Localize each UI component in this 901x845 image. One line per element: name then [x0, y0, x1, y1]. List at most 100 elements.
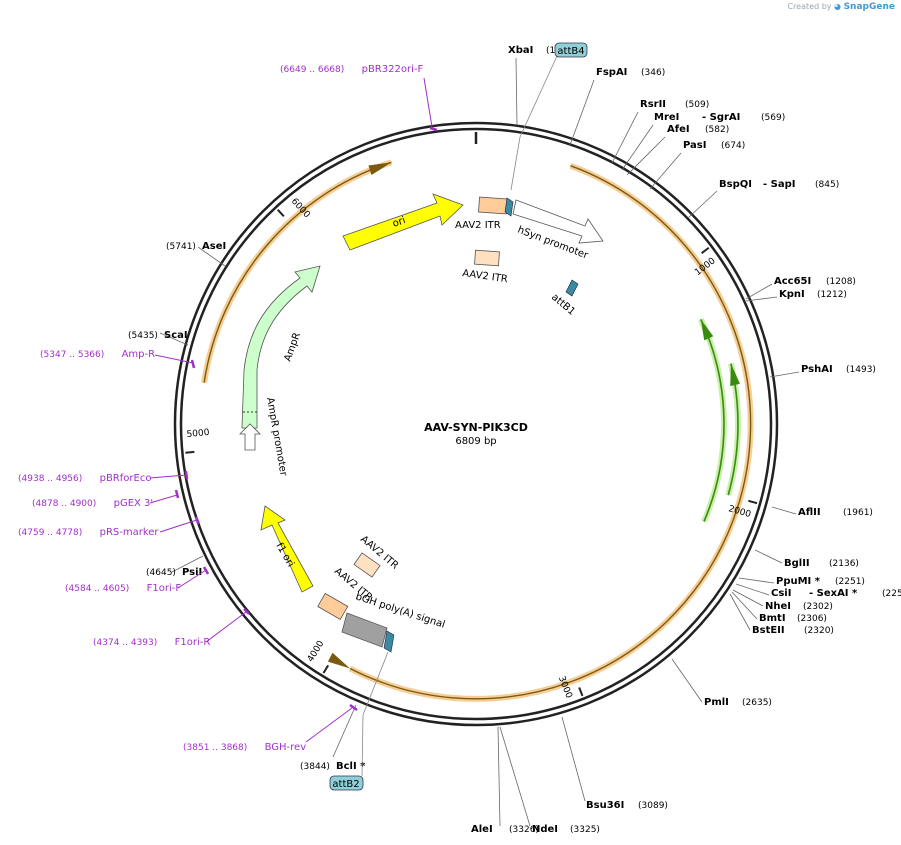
enzyme-leader — [649, 152, 682, 190]
enzyme-name: FspAI — [596, 67, 627, 78]
primer-leader — [149, 474, 187, 479]
enzyme-name: PshAI — [801, 364, 833, 375]
primer-name: Amp-R — [122, 349, 156, 360]
snapgene-logo-icon: ◕ — [834, 2, 842, 11]
enzyme-leader — [561, 716, 586, 802]
ori-label: ori — [391, 215, 407, 230]
enzyme-position: (1493) — [846, 365, 876, 375]
enzyme-leader — [745, 283, 773, 300]
enzyme-leader — [197, 246, 226, 267]
itr-top-outer-label: AAV2 ITR — [455, 220, 501, 231]
enzyme-position: (2306) — [797, 614, 827, 624]
enzyme-name: PpuMI * — [776, 576, 821, 587]
enzyme-position: (3844) — [300, 762, 330, 772]
enzyme-leader — [769, 371, 800, 378]
enzyme-leader — [671, 658, 703, 703]
enzyme-name: AseI — [202, 241, 226, 252]
enzyme-leader — [515, 57, 518, 126]
ori-feature: ori — [342, 193, 464, 251]
primer-name: pRS-marker — [100, 527, 160, 538]
aav2-itr-top-inner: AAV2 ITR — [462, 249, 509, 285]
attb2-label-box: attB2 — [329, 651, 389, 791]
enzyme-leader — [611, 111, 639, 164]
enzyme-position: (2251) — [835, 577, 865, 587]
enzyme-leader — [731, 591, 758, 620]
primer-name: pGEX 3' — [114, 498, 154, 509]
primer-name: pBRforEco — [100, 473, 152, 484]
aav2-itr-top-outer: AAV2 ITR — [455, 196, 508, 231]
primer-name: F1ori-R — [175, 637, 211, 648]
credit-brand: SnapGene — [843, 2, 895, 12]
tick-label: 4000 — [306, 639, 327, 664]
green-arc-inner — [725, 362, 741, 496]
enzyme-leader — [771, 506, 797, 515]
attb1-label: attB1 — [549, 292, 577, 318]
enzyme-position: (346) — [641, 68, 665, 78]
orf-arc — [327, 162, 754, 702]
primer-leader — [305, 707, 353, 743]
primer-position: (5347 .. 5366) — [40, 350, 104, 360]
enzyme-leader — [159, 332, 189, 346]
tick-mark — [276, 208, 285, 217]
plasmid-size: 6809 bp — [455, 436, 496, 447]
enzyme-position: (2320) — [804, 626, 834, 636]
enzyme-name: XbaI — [508, 45, 533, 56]
enzyme-name: ScaI — [164, 330, 188, 341]
attb4-label-box: attB4 — [510, 42, 588, 191]
enzyme-position: (2302) — [803, 602, 833, 612]
primer-position: (4584 .. 4605) — [65, 584, 129, 594]
enzyme-position: (2136) — [829, 559, 859, 569]
enzyme-name: BglII — [784, 558, 810, 569]
enzyme-name: CsiI — [771, 588, 791, 599]
enzyme-position: (582) — [705, 125, 729, 135]
bgh-polya-feature: bGH poly(A) signal — [341, 591, 446, 648]
enzyme-name: AleI — [471, 824, 493, 835]
aav2-itr-bottom-outer: AAV2 ITR — [317, 566, 374, 620]
enzyme-name: BstEII — [752, 625, 785, 636]
enzyme-position: (1212) — [817, 290, 847, 300]
enzyme-name: BspQI — [719, 179, 752, 190]
enzyme-position: (5435) — [128, 331, 158, 341]
enzyme-position: (4645) — [146, 568, 176, 578]
primer-position: (4878 .. 4900) — [32, 499, 96, 509]
enzyme-name: AflII — [798, 507, 821, 518]
enzyme-name: PmlI — [704, 697, 729, 708]
restriction-sites: XbaI(142)FspAI(346)RsrII(509)MreI- SgrAI… — [128, 45, 901, 835]
enzyme-leader — [732, 589, 764, 607]
primer-leader — [159, 519, 198, 533]
enzyme-position: (1961) — [843, 508, 873, 518]
enzyme-name: Bsu36I — [586, 800, 624, 811]
attb4-marker — [504, 197, 514, 217]
enzyme-leader — [332, 704, 357, 758]
enzyme-leader — [745, 296, 778, 302]
ampr-feature: AmpR — [241, 265, 321, 429]
primer-leader — [154, 354, 194, 364]
enzyme-position: (3325) — [570, 825, 600, 835]
enzyme-leader — [738, 577, 775, 584]
primer-binding-mark — [349, 703, 358, 712]
enzyme-name: BmtI — [759, 613, 786, 624]
plasmid-backbone — [173, 121, 779, 727]
tick-mark — [322, 664, 330, 674]
primer-position: (4759 .. 4778) — [18, 528, 82, 538]
enzyme-name: RsrII — [640, 99, 666, 110]
enzyme-position: (1208) — [826, 277, 856, 287]
orf-arc-left — [201, 159, 393, 384]
enzyme-leader — [171, 555, 204, 573]
primer-sites: (6649 .. 6668)pBR322ori-F(5347 .. 5366)A… — [18, 64, 438, 753]
enzyme-name: KpnI — [779, 289, 805, 300]
ampr-label: AmpR — [282, 331, 303, 363]
attb2-marker — [383, 630, 395, 653]
enzyme-name: MreI — [654, 112, 679, 123]
primer-leader — [423, 77, 433, 128]
hsyn-promoter-feature: hSyn promoter — [512, 199, 604, 262]
enzyme-position: (2253) — [882, 589, 901, 599]
ampr-promoter-label: AmpR promoter — [264, 397, 289, 478]
enzyme-leader — [569, 79, 595, 146]
primer-binding-mark — [190, 359, 196, 369]
enzyme-name: - SgrAI — [702, 112, 740, 123]
itr-top-inner-label: AAV2 ITR — [462, 268, 509, 285]
tick-mark — [701, 246, 710, 254]
enzyme-name: BclI * — [336, 761, 366, 772]
primer-name: pBR322ori-F — [362, 64, 424, 75]
